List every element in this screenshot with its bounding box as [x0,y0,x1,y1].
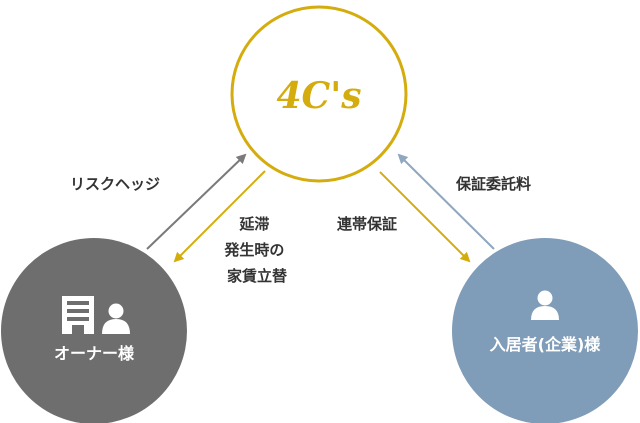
person-icon [531,290,559,320]
label-rent-advance: 延滞 発生時の 家賃立替 [223,215,289,285]
person-icon [102,303,130,334]
arrow-tenant-to-center [397,153,495,250]
owner-node: オーナー様 [1,238,187,423]
label-guarantee-fee: 保証委託料 [455,175,531,193]
label-joint-guarantee: 連帯保証 [337,215,397,233]
arrow-center-to-tenant [379,171,471,263]
label-risk-hedge: リスクヘッジ [70,175,160,193]
arrow-owner-to-center [146,153,247,250]
label-rent-advance-line1: 延滞 [238,215,269,233]
label-rent-advance-line2: 発生時の [223,241,284,259]
label-rent-advance-line3: 家賃立替 [227,267,288,285]
tenant-label: 入居者(企業)様 [490,335,602,354]
center-circle [230,5,408,183]
owner-label: オーナー様 [54,344,135,363]
building-icon [62,296,94,334]
tenant-circle [452,238,638,423]
arrow-center-to-owner [173,170,266,263]
center-node: 4C's [230,5,408,183]
tenant-node: 入居者(企業)様 [452,238,638,423]
company-logo-text: 4C's [277,75,362,117]
